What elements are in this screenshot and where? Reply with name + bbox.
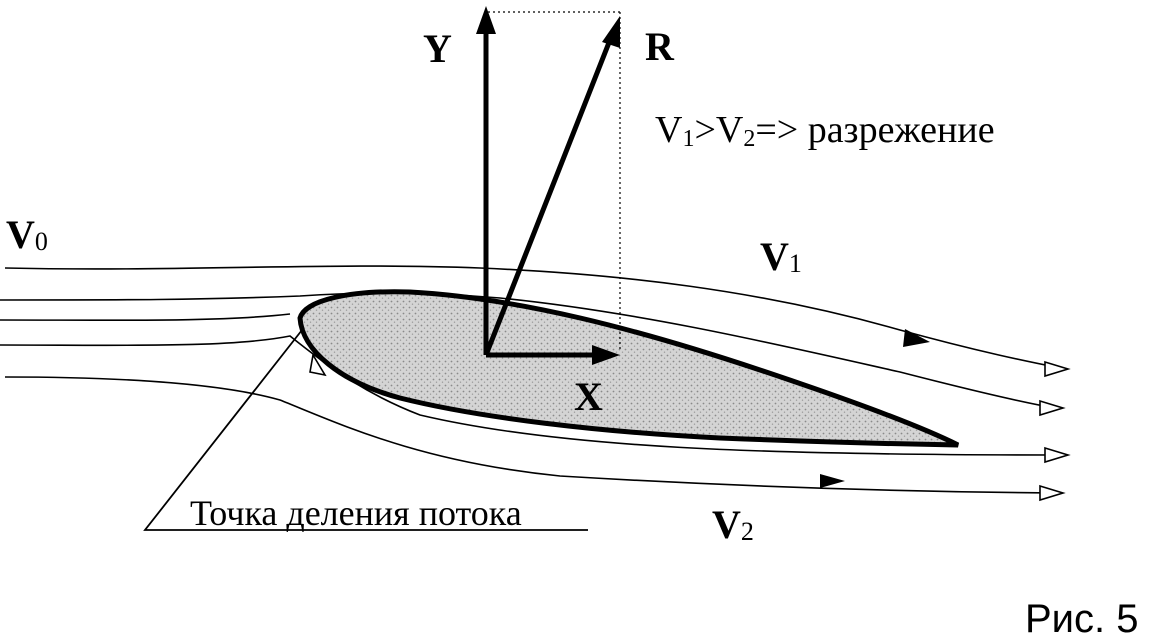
label-V0: V0: [6, 212, 48, 257]
vector-R-head: [602, 16, 620, 48]
streamline-upper-2: [0, 313, 291, 322]
flow-arrow-split-open: [309, 352, 327, 377]
flow-arrow-upper-filled: [903, 329, 930, 347]
streamline-upper-outer: [4, 265, 1061, 369]
label-X: X: [574, 374, 603, 419]
pointer-leader: [143, 329, 588, 531]
flow-arrow-lower-open: [1044, 446, 1071, 464]
label-V1: V1: [760, 234, 802, 279]
streamline-lower-1: [0, 335, 1061, 456]
svg-text:V1>V2=> разрежение: V1>V2=> разрежение: [655, 109, 995, 152]
label-R: R: [645, 24, 675, 69]
flow-arrow-mid-open: [1039, 399, 1066, 417]
label-split-point: Точка деления потока: [190, 493, 522, 533]
force-vectors: [483, 30, 613, 358]
flow-arrow-upper-open: [1044, 360, 1071, 378]
vector-Y-head: [476, 6, 496, 34]
split-point-pointer: [143, 329, 588, 531]
force-arrowheads: [476, 6, 620, 365]
flow-arrow-lower-filled: [820, 474, 845, 488]
airfoil-profile: [297, 289, 960, 448]
note-v1-gt-v2: V1>V2=> разрежение: [655, 109, 995, 152]
label-Y: Y: [423, 26, 452, 71]
label-V2: V2: [712, 502, 754, 547]
streamlines: [0, 265, 1061, 494]
vector-R-shaft: [483, 39, 613, 356]
figure-caption: Рис. 5: [1025, 597, 1139, 641]
streamline-upper-1: [0, 292, 1056, 409]
vector-X-head: [592, 345, 620, 365]
flow-arrow-bottom-open: [1039, 484, 1066, 502]
flow-arrows: [309, 329, 1071, 502]
streamline-lower-2: [4, 376, 1061, 494]
force-parallelogram: [488, 11, 621, 352]
